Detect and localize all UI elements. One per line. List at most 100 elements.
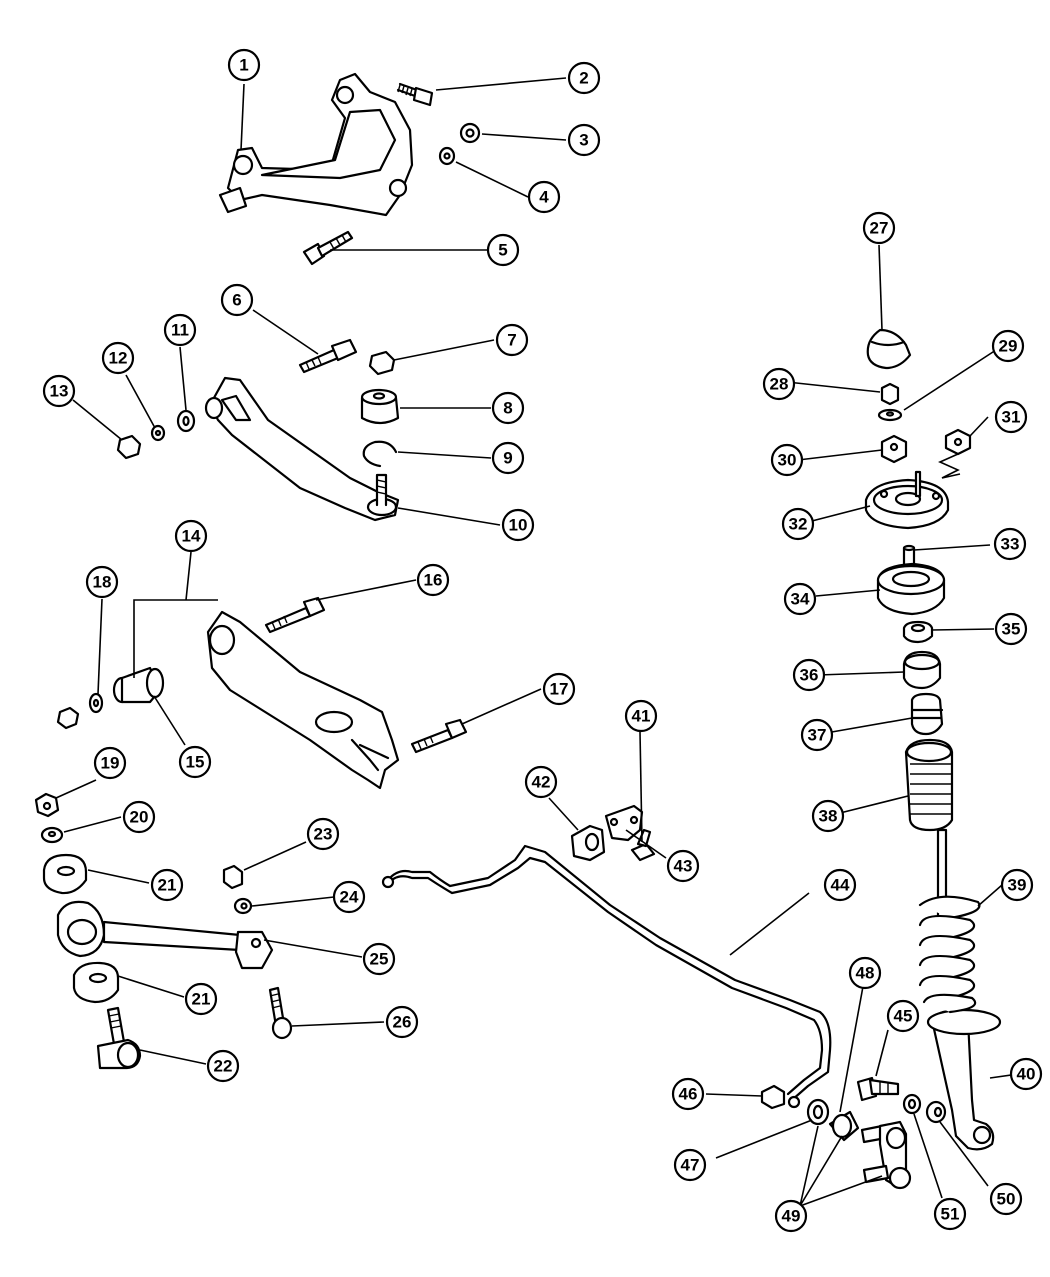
callout-45: 45 — [886, 999, 920, 1033]
coil-spring-39 — [918, 895, 981, 1014]
callout-46: 46 — [671, 1077, 705, 1111]
callout-43: 43 — [666, 849, 700, 883]
bumper-36 — [902, 650, 942, 690]
bushing-42 — [570, 824, 606, 862]
callout-10: 10 — [501, 508, 535, 542]
svg-text:11: 11 — [171, 321, 189, 340]
stabilizer-bar-44 — [381, 844, 832, 1109]
callout-40: 40 — [1009, 1057, 1043, 1091]
bushing-35 — [902, 620, 934, 644]
snap-ring-9 — [362, 440, 398, 468]
callout-7: 7 — [495, 323, 529, 357]
callout-11: 11 — [163, 313, 197, 347]
svg-text:4: 4 — [539, 188, 549, 207]
callout-3: 3 — [567, 123, 601, 157]
svg-text:19: 19 — [101, 754, 120, 773]
svg-text:15: 15 — [186, 753, 205, 772]
svg-text:41: 41 — [632, 707, 651, 726]
bushing-48 — [828, 1110, 860, 1142]
svg-text:45: 45 — [894, 1007, 913, 1026]
lower-control-arm — [206, 610, 400, 790]
svg-text:44: 44 — [831, 876, 850, 895]
nut-7 — [368, 350, 396, 376]
callout-44: 44 — [823, 868, 857, 902]
svg-text:31: 31 — [1002, 408, 1021, 427]
grommet-47 — [806, 1098, 830, 1126]
svg-text:21: 21 — [192, 990, 211, 1009]
callout-17: 17 — [542, 672, 576, 706]
bolt-41 — [630, 828, 656, 862]
svg-text:7: 7 — [507, 331, 516, 350]
callout-36: 36 — [792, 658, 826, 692]
callout-18: 18 — [85, 565, 119, 599]
svg-text:50: 50 — [997, 1190, 1016, 1209]
nut-30 — [880, 434, 908, 464]
svg-text:40: 40 — [1017, 1065, 1036, 1084]
nut-46 — [760, 1084, 786, 1110]
svg-text:35: 35 — [1002, 620, 1021, 639]
leader-lines — [55, 77, 1019, 1207]
svg-text:38: 38 — [819, 807, 838, 826]
eye-bolt-22 — [96, 1006, 142, 1070]
washer-11 — [176, 409, 196, 433]
callout-5: 5 — [486, 233, 520, 267]
washer-20 — [40, 826, 64, 844]
svg-text:42: 42 — [532, 773, 551, 792]
callout-34: 34 — [783, 582, 817, 616]
callout-49: 49 — [774, 1199, 808, 1233]
callout-37: 37 — [800, 718, 834, 752]
washer-18 — [88, 692, 104, 714]
bolt-17 — [410, 718, 468, 754]
bracket-43 — [604, 804, 644, 842]
svg-text:10: 10 — [509, 516, 528, 535]
svg-text:5: 5 — [498, 241, 507, 260]
nut-19 — [34, 792, 60, 818]
bolt-2 — [396, 82, 434, 107]
washer-29 — [877, 408, 903, 422]
jounce-bumper-37 — [910, 692, 944, 736]
svg-text:30: 30 — [778, 451, 797, 470]
svg-text:12: 12 — [109, 349, 128, 368]
callout-35: 35 — [994, 612, 1028, 646]
callout-6: 6 — [220, 283, 254, 317]
dust-cap-27 — [866, 328, 912, 370]
callout-39: 39 — [1000, 868, 1034, 902]
svg-text:48: 48 — [856, 964, 875, 983]
svg-text:26: 26 — [393, 1013, 412, 1032]
svg-text:36: 36 — [800, 666, 819, 685]
washer-51 — [902, 1093, 922, 1115]
svg-text:6: 6 — [232, 291, 241, 310]
svg-text:46: 46 — [679, 1085, 698, 1104]
callout-25: 25 — [362, 942, 396, 976]
svg-text:47: 47 — [681, 1156, 700, 1175]
dust-boot-38 — [904, 738, 954, 832]
svg-text:20: 20 — [130, 808, 149, 827]
callout-27: 27 — [862, 211, 896, 245]
callout-51: 51 — [933, 1197, 967, 1231]
callout-28: 28 — [762, 367, 796, 401]
svg-text:25: 25 — [370, 950, 389, 969]
callout-42: 42 — [524, 765, 558, 799]
svg-text:14: 14 — [182, 527, 201, 546]
svg-text:1: 1 — [239, 56, 248, 75]
callout-8: 8 — [491, 391, 525, 425]
callout-30: 30 — [770, 443, 804, 477]
callout-19: 19 — [93, 746, 127, 780]
callout-15: 15 — [178, 745, 212, 779]
callout-47: 47 — [673, 1148, 707, 1182]
washer-12 — [150, 424, 166, 442]
callout-26: 26 — [385, 1005, 419, 1039]
svg-text:22: 22 — [214, 1057, 233, 1076]
trailing-arm — [56, 900, 274, 970]
svg-text:9: 9 — [503, 449, 512, 468]
bolt-45 — [856, 1076, 900, 1102]
callout-33: 33 — [993, 527, 1027, 561]
bushing-8 — [360, 388, 400, 425]
leader-31-zigzag — [938, 453, 961, 479]
svg-text:3: 3 — [579, 131, 588, 150]
svg-text:27: 27 — [870, 219, 889, 238]
callout-41: 41 — [624, 699, 658, 733]
svg-text:51: 51 — [941, 1205, 960, 1224]
callout-50: 50 — [989, 1182, 1023, 1216]
callout-13: 13 — [42, 374, 76, 408]
